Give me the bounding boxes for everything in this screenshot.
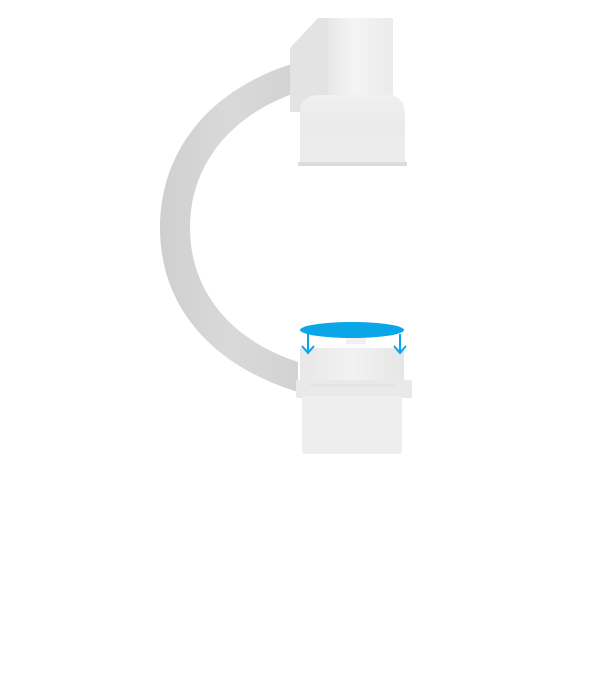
bottom-housing-lower	[302, 396, 402, 454]
arrow-left	[301, 334, 315, 355]
arrow-down-icon	[393, 345, 407, 355]
bottom-housing-rim	[296, 380, 412, 398]
detector-disc-stem	[346, 334, 366, 344]
bottom-housing-upper	[300, 348, 404, 384]
arrow-down-icon	[301, 345, 315, 355]
top-housing-lower-face	[300, 135, 405, 165]
top-housing-upper-body	[328, 18, 393, 104]
top-housing-edge	[298, 162, 407, 166]
bottom-housing	[296, 348, 412, 454]
top-housing	[290, 18, 407, 166]
arrow-right	[393, 334, 407, 355]
c-arm	[160, 62, 298, 392]
c-arm-shape	[160, 62, 298, 392]
detector-disc	[300, 322, 404, 344]
detector-disc-top	[300, 322, 404, 338]
